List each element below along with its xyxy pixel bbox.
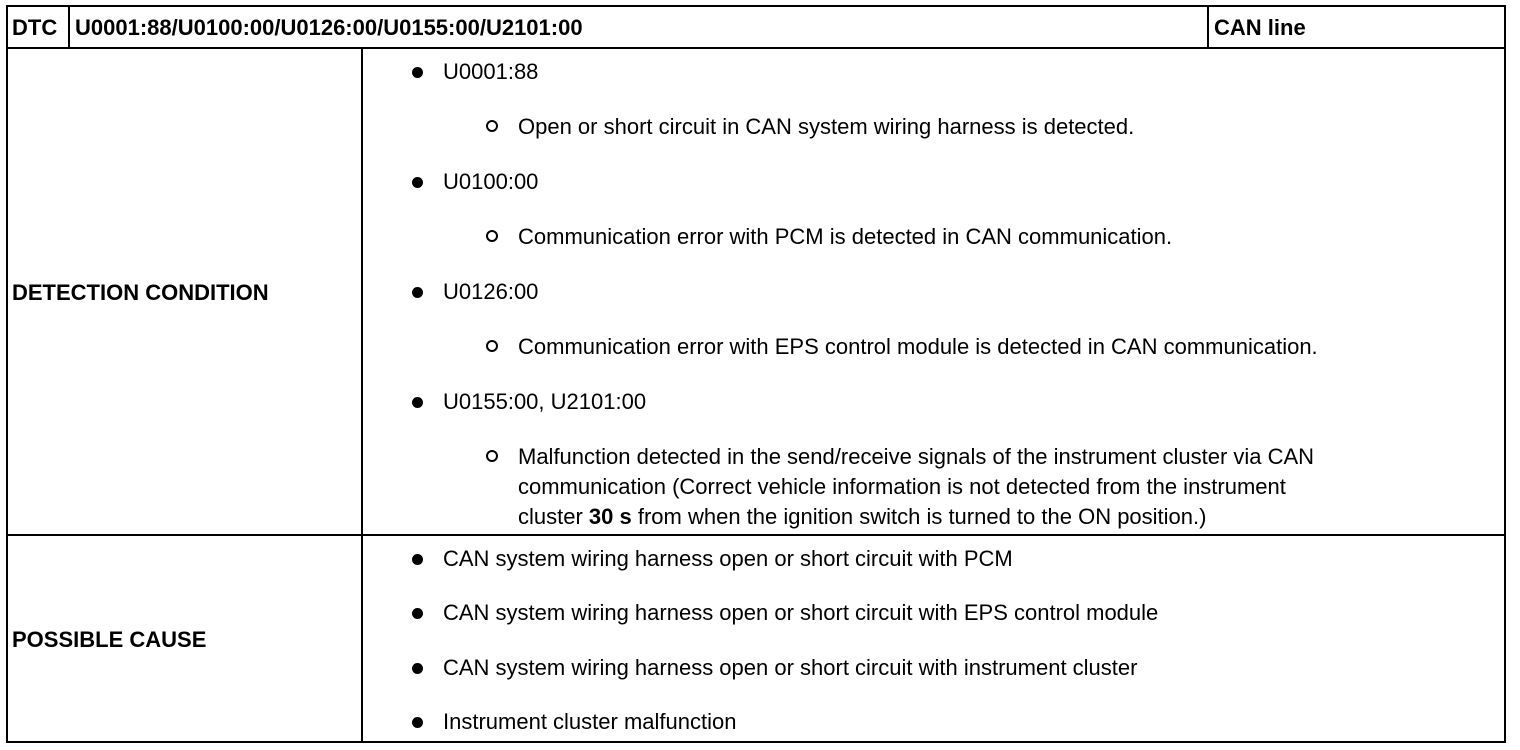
detection-condition-label: DETECTION CONDITION [12, 280, 269, 305]
bullet-icon [412, 554, 423, 565]
detection-detail-line-1: Malfunction detected in the send/receive… [518, 444, 1315, 469]
cause-text: CAN system wiring harness open or short … [443, 600, 1159, 625]
header-bottom-border [6, 47, 1506, 49]
sub-bullet-icon [486, 340, 498, 352]
bullet-icon [412, 717, 423, 728]
bullet-icon [412, 177, 423, 188]
detection-detail-line-3: cluster 30 s from when the ignition swit… [518, 501, 1206, 532]
detection-code: U0126:00 [443, 279, 539, 304]
detail-text: cluster [518, 504, 589, 529]
detection-code: U0001:88 [443, 59, 539, 84]
label-column-divider [361, 47, 363, 743]
bullet-icon [412, 397, 423, 408]
detection-detail: Open or short circuit in CAN system wiri… [518, 114, 1135, 139]
cause-text: Instrument cluster malfunction [443, 709, 737, 734]
time-value: 30 s [588, 504, 632, 529]
bullet-icon [412, 608, 423, 619]
detection-detail: Communication error with PCM is detected… [518, 224, 1173, 249]
cause-text: CAN system wiring harness open or short … [443, 546, 1013, 571]
bullet-icon [412, 67, 423, 78]
detection-code: U0100:00 [443, 169, 539, 194]
dtc-label-divider [68, 5, 70, 49]
line-type: CAN line [1214, 15, 1306, 40]
sub-bullet-icon [486, 230, 498, 242]
detection-detail-line-2: communication (Correct vehicle informati… [518, 474, 1286, 499]
cause-text: CAN system wiring harness open or short … [443, 655, 1138, 680]
detail-text: from when the ignition switch is turned … [631, 504, 1207, 529]
dtc-codes: U0001:88/U0100:00/U0126:00/U0155:00/U210… [75, 15, 583, 40]
dtc-table [6, 5, 1506, 743]
possible-cause-label: POSSIBLE CAUSE [12, 627, 207, 652]
row-separator [6, 534, 1506, 536]
line-type-divider [1207, 5, 1209, 49]
detection-detail: Communication error with EPS control mod… [518, 334, 1318, 359]
bullet-icon [412, 287, 423, 298]
dtc-label: DTC [12, 15, 58, 40]
sub-bullet-icon [486, 120, 498, 132]
sub-bullet-icon [486, 450, 498, 462]
detection-code: U0155:00, U2101:00 [443, 389, 647, 414]
bullet-icon [412, 663, 423, 674]
